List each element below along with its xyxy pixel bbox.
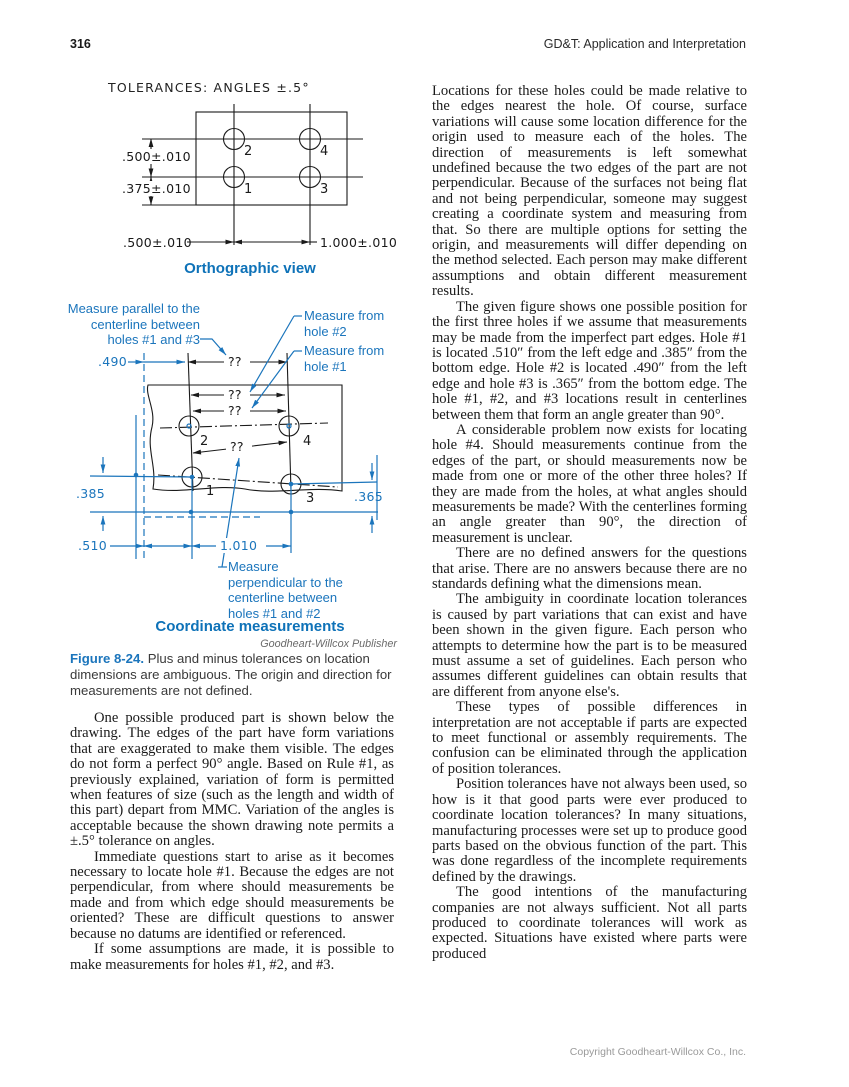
leader-from-hole2 — [249, 315, 295, 393]
paragraph: The given figure shows one possible posi… — [432, 298, 747, 423]
dim-left-offset: .500±.010 — [123, 235, 192, 250]
right-text-column: Locations for these holes could be made … — [432, 83, 747, 962]
paragraph: These types of possible differences in i… — [432, 699, 747, 777]
dim-bottom-offset: .375±.010 — [122, 181, 191, 196]
hole-2 — [178, 415, 200, 437]
left-text-column: One possible produced part is shown belo… — [70, 710, 394, 973]
paragraph: Immediate questions start to arise as it… — [70, 848, 394, 942]
dim-unknown-from-hole1: ?? — [228, 403, 242, 418]
publisher-credit: Goodheart-Willcox Publisher — [260, 638, 397, 650]
leader-parallel — [200, 338, 227, 356]
annotation-measure-parallel: Measure parallel to the centerline betwe… — [67, 301, 200, 347]
figure-caption: Figure 8-24. Plus and minus tolerances o… — [70, 651, 402, 699]
copyright-footer: Copyright Goodheart-Willcox Co., Inc. — [569, 1046, 746, 1058]
coordinate-measurements-drawing: ?? ?? ?? ?? 2 4 1 3 — [76, 315, 383, 568]
paragraph: A considerable problem now exists for lo… — [432, 421, 747, 546]
paragraph: Position tolerances have not always been… — [432, 776, 747, 885]
dim-unknown-from-hole2: ?? — [228, 387, 242, 402]
figure-caption-text: Plus and minus tolerances on location di… — [70, 651, 392, 698]
dim-1010: 1.010 — [220, 538, 257, 553]
dim-unknown-top: ?? — [228, 354, 242, 369]
tolerance-note: TOLERANCES: ANGLES ±.5° — [108, 80, 310, 95]
hole-2-label: 2 — [244, 144, 252, 159]
paragraph: One possible produced part is shown belo… — [70, 710, 394, 850]
hole-4-label: 4 — [320, 144, 328, 159]
hole-1-label: 1 — [206, 484, 214, 499]
hole-4 — [298, 127, 322, 151]
annotation-measure-from-hole2: Measure from hole #2 — [304, 308, 385, 339]
hole-1 — [222, 165, 246, 189]
orthographic-view-caption: Orthographic view — [184, 260, 316, 277]
page-number: 316 — [70, 37, 91, 51]
dim-385: .385 — [76, 486, 105, 501]
hole-4 — [278, 415, 300, 437]
coordinate-measurements-figure: ?? ?? ?? ?? 2 4 1 3 — [60, 295, 420, 643]
orthographic-view-drawing: .500±.010 .375±.010 .500±.010 1.000±.010… — [121, 104, 397, 250]
dim-col-spacing: 1.000±.010 — [320, 235, 397, 250]
part-outline — [195, 111, 348, 206]
figure-caption-label: Figure 8-24. — [70, 651, 145, 666]
paragraph: If some assumptions are made, it is poss… — [70, 941, 394, 973]
annotation-measure-from-hole1: Measure from hole #1 — [304, 343, 385, 374]
hole-3 — [298, 165, 322, 189]
dim-unknown-angled: ?? — [230, 439, 244, 454]
dim-490: .490 — [98, 354, 127, 369]
leader-from-hole1 — [251, 350, 295, 409]
coordinate-measurements-caption: Coordinate measurements — [155, 618, 345, 635]
dim-row-spacing: .500±.010 — [122, 149, 191, 164]
hole-2 — [222, 127, 246, 151]
dim-510: .510 — [78, 538, 107, 553]
paragraph: The ambiguity in coordinate location tol… — [432, 591, 747, 700]
annotation-measure-perpendicular: Measure perpendicular to the centerline … — [228, 559, 343, 621]
paragraph: The good intentions of the manufacturing… — [432, 884, 747, 962]
paragraph: Locations for these holes could be made … — [432, 83, 747, 300]
hole-4-label: 4 — [303, 434, 311, 449]
paragraph: There are no defined answers for the que… — [432, 545, 747, 592]
part-outline-imperfect — [146, 384, 343, 492]
hole-1-label: 1 — [244, 182, 252, 197]
hole-3-label: 3 — [306, 491, 314, 506]
running-header: GD&T: Application and Interpretation — [543, 37, 746, 51]
hole-2-label: 2 — [200, 434, 208, 449]
hole-3-label: 3 — [320, 182, 328, 197]
dim-365: .365 — [354, 489, 383, 504]
